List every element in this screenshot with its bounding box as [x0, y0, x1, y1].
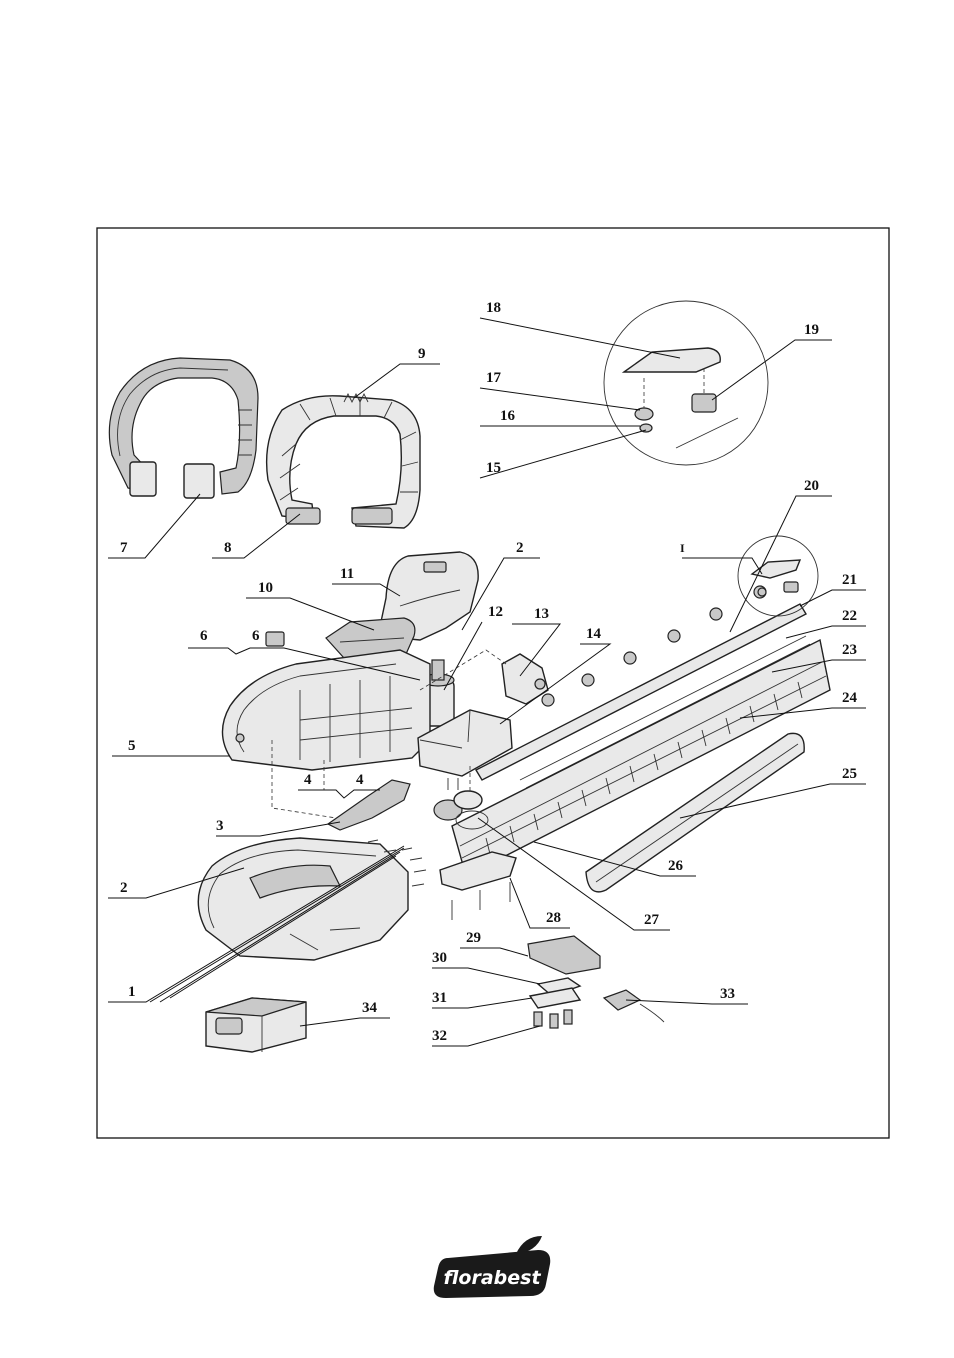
callout-28: 28 — [546, 910, 561, 926]
part-housing-right — [197, 837, 409, 961]
callout-6b: 6 — [252, 628, 260, 644]
callout-33: 33 — [720, 986, 735, 1002]
callout-24: 24 — [842, 690, 858, 706]
callout-25: 25 — [842, 766, 857, 782]
part-gear — [433, 790, 489, 830]
callout-8: 8 — [224, 540, 232, 556]
callout-17: 17 — [486, 370, 502, 386]
detail-circle-large — [603, 300, 769, 466]
logo-text: florabest — [443, 1267, 541, 1289]
callout-labels: 18 19 9 17 16 15 20 7 8 2 I 11 21 10 12 … — [120, 300, 858, 1044]
callout-30: 30 — [432, 950, 447, 966]
callout-31: 31 — [432, 990, 447, 1006]
detail-circle-small — [737, 535, 819, 617]
callout-20: 20 — [804, 478, 819, 494]
callout-10: 10 — [258, 580, 273, 596]
part-housing-left — [221, 649, 431, 771]
callout-6a: 6 — [200, 628, 208, 644]
part-blade-assembly — [451, 603, 831, 878]
diagram-frame — [96, 227, 890, 1139]
callout-9: 9 — [418, 346, 426, 362]
part-front-handle — [108, 357, 259, 499]
part-blade-bolts — [541, 585, 767, 707]
part-trigger — [325, 617, 416, 659]
detail-marker-i: I — [680, 541, 685, 555]
callout-5: 5 — [128, 738, 136, 754]
callout-3: 3 — [216, 818, 224, 834]
assembly-lines — [271, 649, 507, 819]
logo-leaf-icon — [516, 1236, 542, 1254]
callout-22: 22 — [842, 608, 857, 624]
part-charger-cover — [527, 935, 601, 975]
callout-29: 29 — [466, 930, 481, 946]
florabest-logo: florabest — [433, 1236, 551, 1298]
part-housing-screws — [367, 839, 427, 887]
callout-13: 13 — [534, 606, 549, 622]
part-bracket — [501, 653, 549, 705]
part-handle-frame — [265, 395, 421, 529]
callout-14: 14 — [586, 626, 602, 642]
callout-21: 21 — [842, 572, 857, 588]
part-gear-cover — [439, 851, 517, 920]
callout-26: 26 — [668, 858, 684, 874]
callout-2-bottom: 2 — [120, 880, 128, 896]
part-spring — [343, 392, 369, 404]
callout-leaders — [108, 317, 866, 1047]
callout-2-top: 2 — [516, 540, 524, 556]
callout-4b: 4 — [356, 772, 364, 788]
part-charger — [602, 989, 665, 1023]
part-battery-receiver — [417, 709, 513, 790]
callout-16: 16 — [500, 408, 516, 424]
logo-badge — [433, 1250, 551, 1298]
callout-32: 32 — [432, 1028, 447, 1044]
callout-1: 1 — [128, 984, 136, 1000]
part-grip-strip — [326, 779, 411, 831]
callout-18: 18 — [486, 300, 501, 316]
callout-19: 19 — [804, 322, 819, 338]
callout-4a: 4 — [304, 772, 312, 788]
callout-27: 27 — [644, 912, 660, 928]
part-blade-guard — [585, 732, 805, 893]
callout-12: 12 — [488, 604, 503, 620]
callout-23: 23 — [842, 642, 857, 658]
callout-34: 34 — [362, 1000, 378, 1016]
part-terminal-board — [528, 977, 582, 1029]
part-battery-pack — [205, 997, 307, 1053]
callout-15: 15 — [486, 460, 501, 476]
callout-11: 11 — [340, 566, 354, 582]
callout-7: 7 — [120, 540, 128, 556]
